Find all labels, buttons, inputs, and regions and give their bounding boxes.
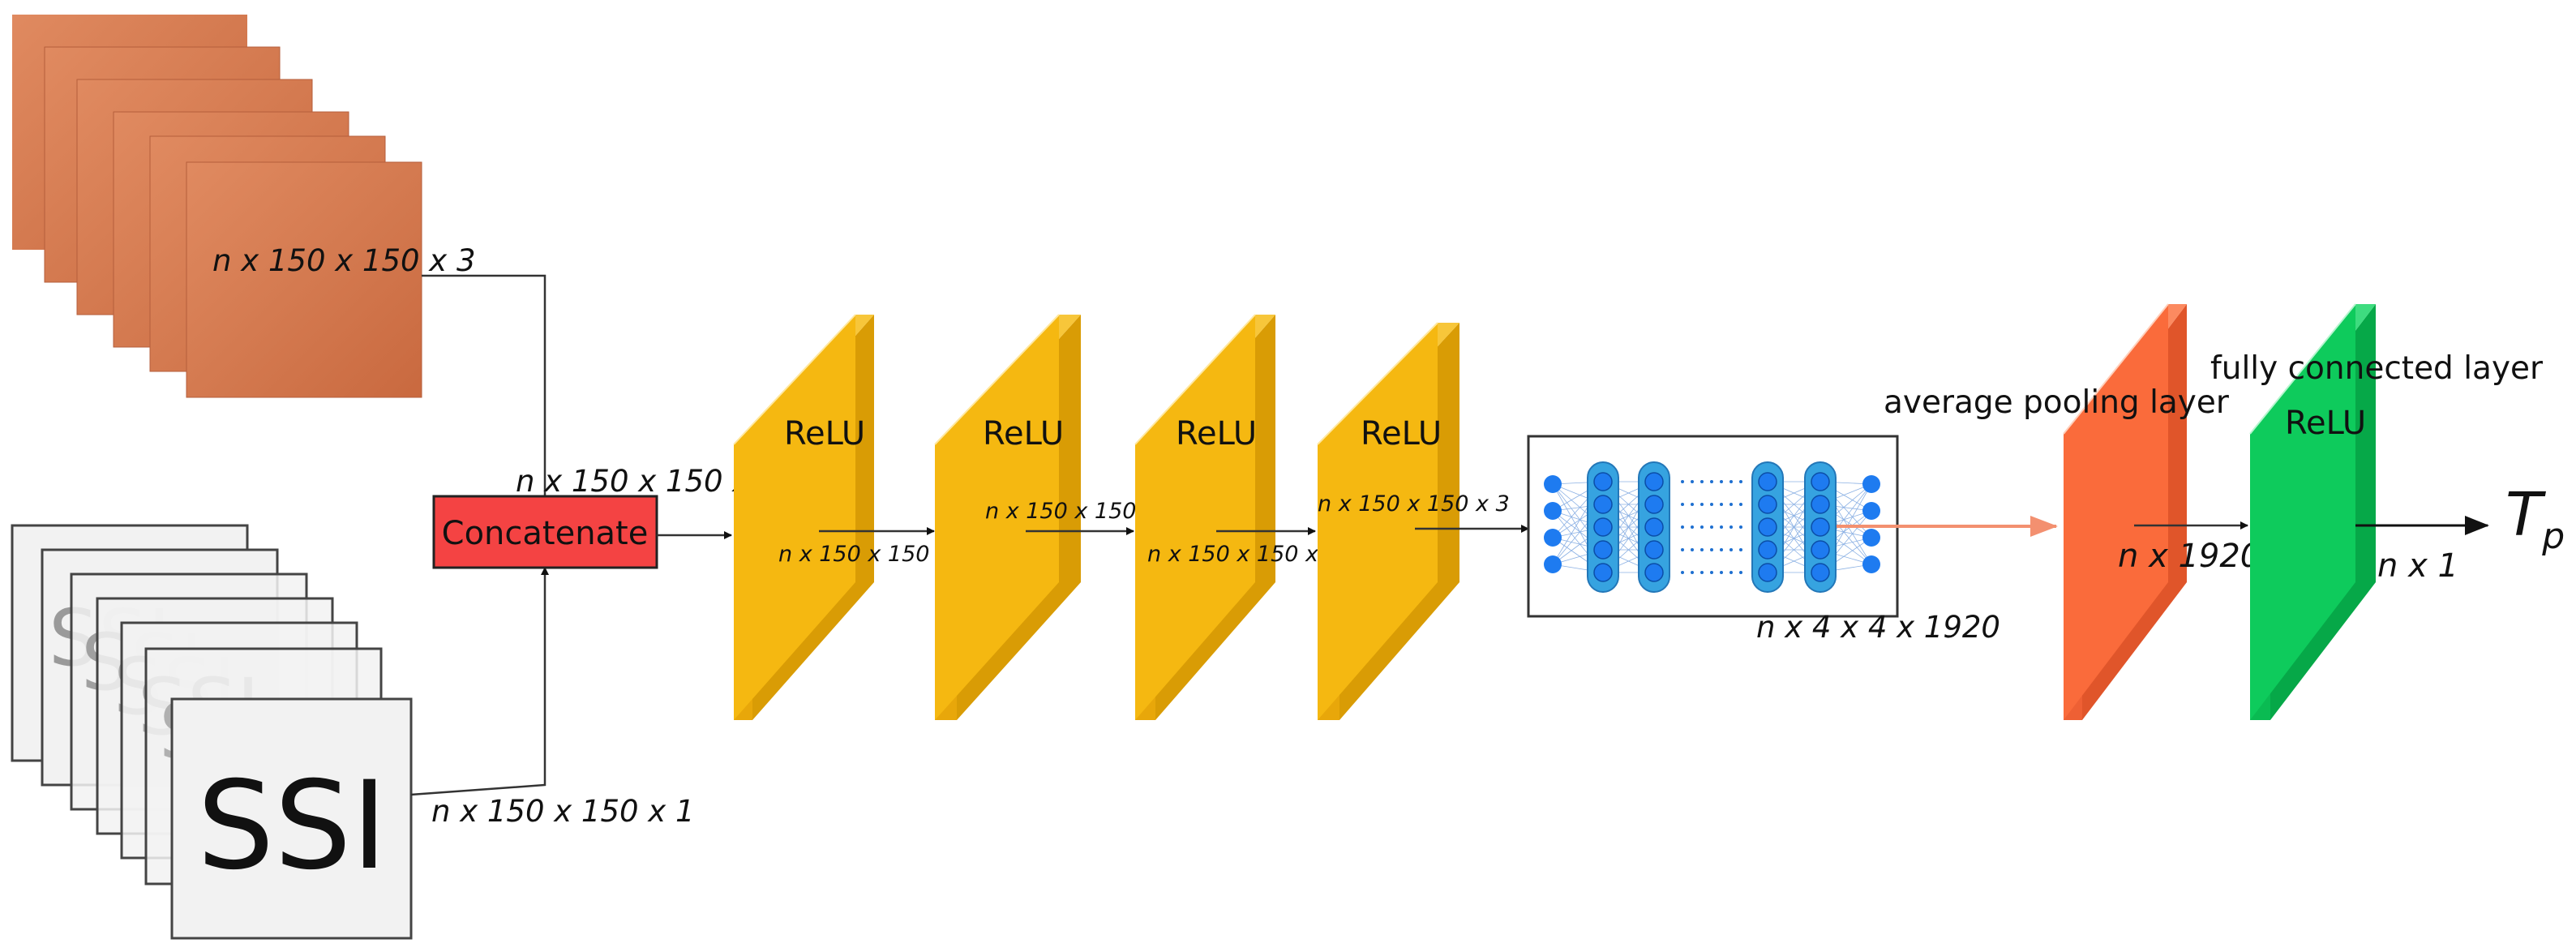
- input-connectors: [410, 274, 549, 796]
- neuron-node: [1758, 563, 1777, 582]
- ssi-input-stack: SSI SSI SSI SSI SSI SSI: [11, 524, 413, 940]
- pooling-dims: n x 1920: [2118, 538, 2261, 575]
- neuron-node: [1758, 517, 1777, 537]
- neuron-node: [1593, 495, 1613, 514]
- fc-title: fully connected layer: [2210, 350, 2544, 387]
- neuron-node: [1593, 563, 1613, 582]
- backbone-output-dims: n x 4 x 4 x 1920: [1756, 610, 2000, 645]
- neuron-node: [1862, 502, 1880, 520]
- concatenate-label: Concatenate: [442, 515, 649, 552]
- conv-layer-2: [934, 314, 1081, 720]
- backbone-network-icon: [1544, 461, 1880, 593]
- average-pooling-layer: [2063, 303, 2187, 720]
- conv-layer-4-label: ReLU: [1361, 415, 1442, 452]
- conv-dims-4: n x 150 x 150 x 3: [1318, 491, 1510, 517]
- neuron-node: [1758, 540, 1777, 560]
- neuron-node: [1644, 540, 1664, 560]
- neuron-node: [1644, 472, 1664, 491]
- neuron-node: [1811, 495, 1830, 514]
- neuron-node: [1811, 563, 1830, 582]
- conv-layer-1: [733, 314, 874, 720]
- neuron-node: [1644, 517, 1664, 537]
- image-tile: [186, 161, 422, 398]
- neuron-node: [1862, 475, 1880, 493]
- ssi-tile: [170, 697, 413, 940]
- neuron-node: [1593, 517, 1613, 537]
- conv-layer-3-label: ReLU: [1176, 415, 1257, 452]
- conv-layer-3: [1134, 314, 1275, 720]
- neuron-node: [1593, 472, 1613, 491]
- conv-layer-4: [1317, 322, 1459, 720]
- ssi-text: SSI: [197, 756, 388, 897]
- ssi-stack-dims: n x 150 x 150 x 1: [431, 794, 695, 829]
- neuron-node: [1544, 475, 1562, 493]
- neuron-node: [1811, 472, 1830, 491]
- neuron-node: [1862, 555, 1880, 573]
- fully-connected-layer: [2249, 303, 2376, 720]
- concatenate-block: [432, 495, 658, 569]
- neuron-node: [1593, 540, 1613, 560]
- fc-activation-label: ReLU: [2285, 405, 2366, 442]
- fc-dims: n x 1: [2377, 547, 2458, 585]
- neuron-node: [1758, 495, 1777, 514]
- neuron-node: [1644, 495, 1664, 514]
- neuron-node: [1544, 502, 1562, 520]
- neuron-node: [1644, 563, 1664, 582]
- neuron-node: [1862, 529, 1880, 547]
- neuron-node: [1544, 555, 1562, 573]
- pooling-label: average pooling layer: [1884, 384, 2230, 421]
- neuron-node: [1811, 517, 1830, 537]
- image-stack-dims: n x 150 x 150 x 3: [212, 243, 476, 278]
- conv-layer-2-label: ReLU: [983, 415, 1064, 452]
- conv-layer-1-label: ReLU: [784, 415, 865, 452]
- neuron-node: [1811, 540, 1830, 560]
- neuron-node: [1758, 472, 1777, 491]
- neuron-node: [1544, 529, 1562, 547]
- output-symbol: Tp: [2505, 480, 2565, 557]
- backbone-ellipsis: [1681, 480, 1742, 574]
- image-input-stack: [12, 15, 422, 398]
